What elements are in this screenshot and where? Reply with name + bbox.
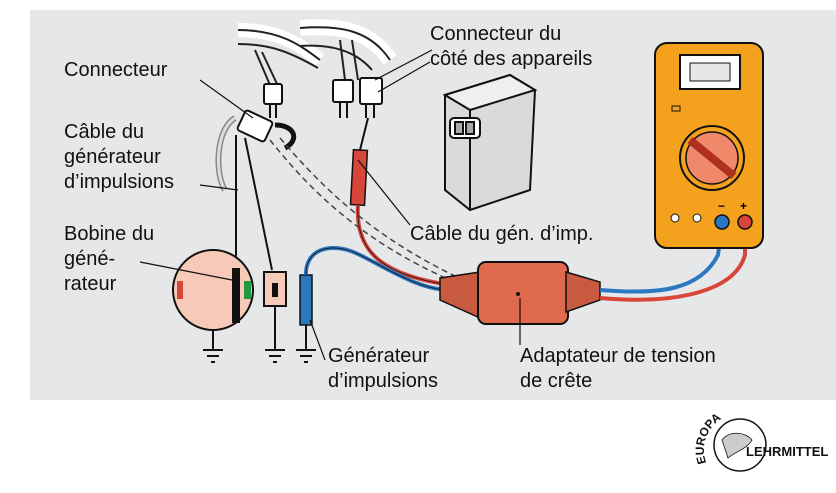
label-connecteur-appareils-2: côté des appareils: [430, 48, 592, 70]
multimeter-plus: +: [740, 199, 747, 213]
multimeter-cables: [599, 224, 747, 302]
label-cable-generateur-2: générateur: [64, 146, 161, 168]
leader-lines: [139, 49, 521, 361]
label-cable-generateur-1: Câble du: [64, 121, 144, 143]
label-adaptateur-2: de crête: [520, 370, 592, 392]
ground-symbols: [203, 349, 316, 363]
label-adaptateur-1: Adaptateur de tension: [520, 345, 716, 367]
wire-harness: [237, 19, 397, 87]
generator-coil: [172, 249, 254, 350]
label-generateur-impulsions-2: d’impulsions: [328, 370, 438, 392]
label-bobine-2: géné-: [64, 248, 115, 270]
pulse-generator-element: [263, 271, 287, 350]
multimeter-minus: −: [718, 199, 725, 213]
multimeter: − +: [654, 42, 764, 249]
europa-lehrmittel-logo: EUROPA LEHRMITTEL: [693, 410, 828, 472]
blue-probe: [299, 245, 451, 350]
label-bobine-1: Bobine du: [64, 223, 154, 245]
label-bobine-3: rateur: [64, 273, 117, 295]
label-generateur-impulsions-1: Générateur: [328, 345, 430, 367]
ecu-device: [442, 73, 538, 212]
peak-voltage-adapter: [439, 261, 601, 325]
dashed-cable: [269, 137, 456, 281]
harness-connectors: [263, 77, 383, 118]
label-connecteur-appareils-1: Connecteur du: [430, 23, 561, 45]
logo-bottom-text: LEHRMITTEL: [746, 444, 828, 459]
label-connecteur: Connecteur: [64, 59, 168, 81]
red-probe-cable: [349, 117, 451, 287]
label-cable-generateur-3: d’impulsions: [64, 171, 174, 193]
coil-connector: [215, 109, 297, 192]
label-cable-gen-imp: Câble du gén. d’imp.: [410, 223, 593, 245]
